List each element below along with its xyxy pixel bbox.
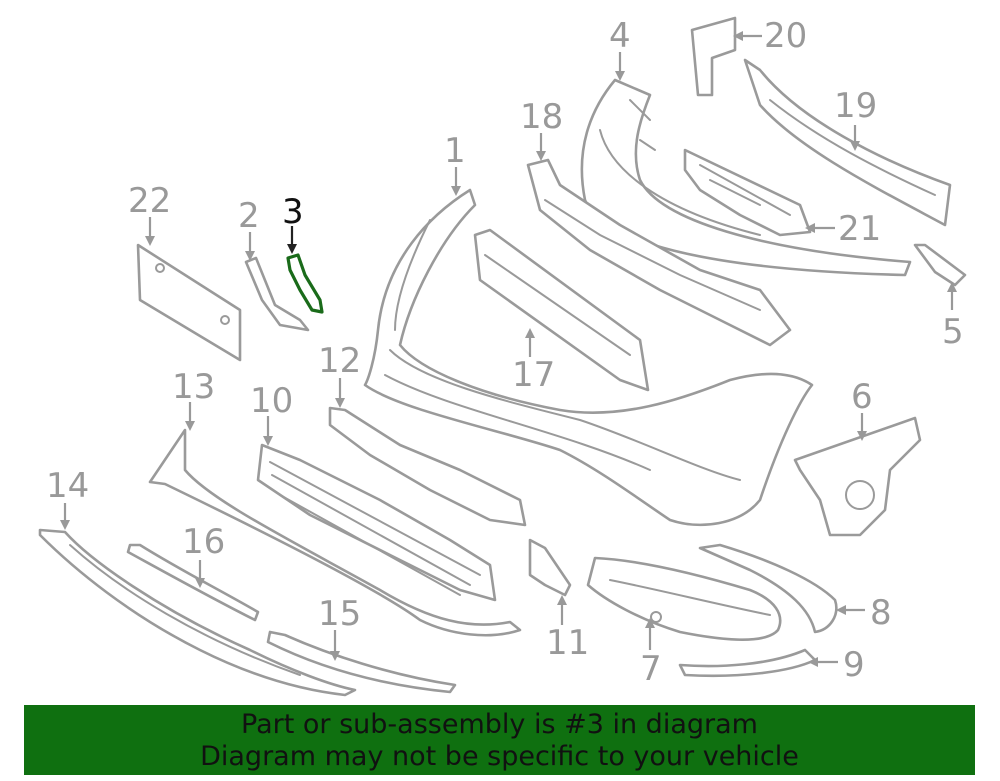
part-22-shape — [136, 243, 242, 362]
part-12-shape — [328, 406, 527, 527]
callout-6: 6 — [851, 377, 873, 417]
callout-3: 3 — [282, 192, 304, 232]
part-10-shape — [256, 443, 497, 602]
part-7-shape — [586, 556, 782, 641]
part-11-shape — [528, 538, 572, 597]
banner-line-2: Diagram may not be specific to your vehi… — [200, 741, 799, 772]
part-1-shape — [363, 188, 814, 527]
part-4-shape — [580, 78, 912, 277]
banner-line-1: Part or sub-assembly is #3 in diagram — [241, 709, 758, 740]
callout-2: 2 — [238, 196, 260, 236]
leader-lines — [60, 31, 957, 667]
part-16-shape — [126, 543, 260, 622]
part-18-shape — [526, 158, 792, 347]
callout-5: 5 — [942, 312, 964, 352]
part-14-shape — [38, 528, 357, 697]
part-13-shape — [148, 428, 522, 637]
callout-1: 1 — [444, 131, 466, 171]
callout-8: 8 — [870, 593, 892, 633]
callout-4: 4 — [609, 16, 631, 56]
callout-9: 9 — [843, 645, 865, 685]
callout-7: 7 — [640, 649, 662, 689]
part-2-shape — [244, 256, 310, 332]
callout-18: 18 — [520, 97, 563, 137]
info-banner: Part or sub-assembly is #3 in diagram Di… — [24, 705, 975, 775]
callout-16: 16 — [182, 522, 225, 562]
callout-22: 22 — [128, 181, 171, 221]
callout-13: 13 — [172, 367, 215, 407]
part-20-shape — [690, 16, 737, 97]
callout-15: 15 — [318, 594, 361, 634]
part-8-shape — [698, 543, 838, 634]
part-6-shape — [793, 416, 922, 537]
callout-10: 10 — [250, 381, 293, 421]
part-19-shape — [743, 58, 952, 227]
callout-17: 17 — [512, 355, 555, 395]
part-21-shape — [683, 148, 812, 237]
part-3-shape — [286, 253, 324, 314]
callout-20: 20 — [764, 16, 807, 56]
part-17-shape — [473, 228, 650, 392]
callout-12: 12 — [318, 341, 361, 381]
part-5-shape — [913, 243, 967, 287]
callout-19: 19 — [834, 86, 877, 126]
part-9-shape — [678, 648, 817, 678]
callout-11: 11 — [546, 623, 589, 663]
callout-21: 21 — [838, 209, 881, 249]
part-15-shape — [266, 630, 457, 694]
callout-14: 14 — [46, 466, 89, 506]
